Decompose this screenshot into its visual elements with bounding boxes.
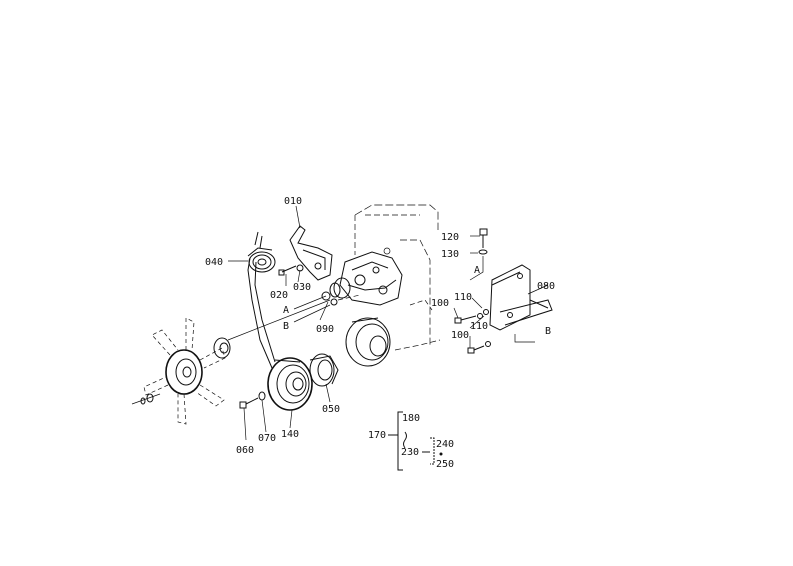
water-pump-housing bbox=[329, 251, 403, 306]
part-label-130: 130 bbox=[441, 249, 459, 260]
cooling-fan bbox=[131, 317, 231, 425]
part-label-140: 140 bbox=[281, 429, 299, 440]
pulley-hub bbox=[309, 353, 339, 387]
part-label-230: 230 bbox=[401, 447, 419, 458]
kit-bracket bbox=[388, 411, 443, 471]
fan-shaft-line bbox=[227, 299, 331, 341]
fan-drive-pulley bbox=[345, 317, 391, 367]
part-label-100-lower: 100 bbox=[451, 330, 469, 341]
fan-belt bbox=[247, 231, 276, 369]
idler-pulley bbox=[247, 247, 276, 273]
part-label-080: 080 bbox=[537, 281, 555, 292]
ref-label-b-left: B bbox=[283, 321, 289, 332]
part-label-250: 250 bbox=[436, 459, 454, 470]
part-label-240: 240 bbox=[436, 439, 454, 450]
part-label-110-upper: 110 bbox=[454, 292, 472, 303]
part-label-060: 060 bbox=[236, 445, 254, 456]
part-label-050: 050 bbox=[322, 404, 340, 415]
part-label-020: 020 bbox=[270, 290, 288, 301]
part-label-120: 120 bbox=[441, 232, 459, 243]
hardware-060-070 bbox=[239, 391, 266, 409]
hardware-100-110 bbox=[454, 309, 491, 354]
tension-bracket bbox=[289, 225, 333, 281]
part-label-090: 090 bbox=[316, 324, 334, 335]
part-label-040: 040 bbox=[205, 257, 223, 268]
part-label-110-lower: 110 bbox=[470, 321, 488, 332]
ref-label-a-right: A bbox=[474, 265, 480, 276]
part-label-180: 180 bbox=[402, 413, 420, 424]
part-label-030: 030 bbox=[293, 282, 311, 293]
ref-label-b-right: B bbox=[545, 326, 551, 337]
part-label-010: 010 bbox=[284, 196, 302, 207]
ref-label-a-left: A bbox=[283, 305, 289, 316]
engine-block bbox=[337, 204, 441, 351]
hardware-120-130 bbox=[469, 228, 488, 281]
hardware-090 bbox=[321, 291, 338, 306]
crankshaft-pulley bbox=[267, 357, 313, 411]
part-label-170: 170 bbox=[368, 430, 386, 441]
leader-lines bbox=[228, 205, 549, 441]
part-label-100-upper: 100 bbox=[431, 298, 449, 309]
mounting-bracket bbox=[489, 264, 553, 331]
part-label-070: 070 bbox=[258, 433, 276, 444]
